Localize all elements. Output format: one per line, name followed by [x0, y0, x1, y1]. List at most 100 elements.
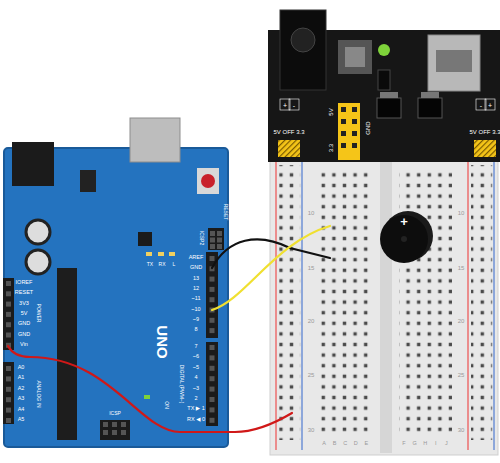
header-pin — [217, 238, 222, 243]
row-number: 15 — [458, 265, 465, 271]
header-pin — [210, 328, 215, 333]
column-letter: A — [322, 441, 326, 447]
row-number: 30 — [458, 427, 465, 433]
pin-label: 5V — [21, 311, 28, 317]
header-pin — [121, 422, 126, 427]
header-label: 5V — [328, 108, 334, 115]
header-pin — [103, 422, 108, 427]
header-pin — [6, 333, 11, 338]
pin-label: ~9 — [193, 317, 199, 323]
header-pin — [6, 418, 11, 423]
pin-label: 8 — [194, 327, 197, 333]
pin-label: A2 — [18, 386, 25, 392]
column-letter: G — [412, 441, 416, 447]
arduino-uno — [3, 118, 228, 447]
row-number: 10 — [308, 210, 315, 216]
pin-label: ~11 — [192, 296, 201, 302]
row-number: 15 — [308, 265, 315, 271]
header-pin — [217, 231, 222, 236]
jumper-label: 5V OFF 3.3 — [469, 129, 500, 135]
jumper-wires — [8, 226, 330, 432]
power-module — [268, 10, 500, 162]
board-label: RESET — [223, 204, 228, 221]
header-pin — [210, 376, 215, 381]
header-pin — [6, 281, 11, 286]
header-pin — [6, 408, 11, 413]
header-pin — [210, 318, 215, 323]
pin-label: RESET — [15, 291, 33, 297]
pin-label: A1 — [18, 376, 25, 382]
pin-label: AREF — [189, 255, 204, 261]
board-label: TX — [147, 262, 153, 267]
row-number: 20 — [458, 318, 465, 324]
pin-label: GND — [18, 321, 30, 327]
column-letter: D — [354, 441, 358, 447]
row-number: 20 — [308, 318, 315, 324]
piezo-buzzer — [380, 211, 433, 263]
column-letter: I — [435, 441, 437, 447]
rail-mark: - — [293, 102, 295, 109]
header-pin — [103, 422, 108, 427]
pin-label: Vin — [20, 342, 28, 348]
column-letter: B — [333, 441, 337, 447]
pin-label: ~10 — [191, 307, 200, 313]
header-pin — [210, 231, 215, 236]
row-number: 30 — [308, 427, 315, 433]
breadboard — [270, 150, 498, 455]
header-pin — [210, 407, 215, 412]
row-number: 25 — [458, 372, 465, 378]
header-pin — [210, 244, 215, 249]
header-pin — [6, 387, 11, 392]
polarity-mark: + — [400, 215, 408, 228]
pin-label: 4 — [194, 375, 197, 381]
header-pin — [6, 302, 11, 307]
header-pin — [210, 355, 215, 360]
header-pin — [103, 430, 108, 435]
header-pin — [121, 430, 126, 435]
header-label: 3.3 — [328, 144, 334, 152]
column-letter: F — [402, 441, 405, 447]
header-pin — [6, 322, 11, 327]
column-letter: E — [365, 441, 369, 447]
board-label: RX — [159, 262, 166, 267]
pin-label: 3V3 — [19, 301, 29, 307]
rail-mark: - — [480, 102, 482, 109]
header-pin — [6, 312, 11, 317]
row-number: 10 — [458, 210, 465, 216]
board-label: L — [173, 262, 176, 267]
pin-label: RX ◀ 0 — [187, 417, 205, 423]
header-pin — [6, 376, 11, 381]
pin-label: A0 — [18, 365, 25, 371]
header-pin — [210, 287, 215, 292]
pin-label: A3 — [18, 396, 25, 402]
header-pin — [112, 430, 117, 435]
pin-label: IOREF — [16, 280, 33, 286]
header-pin — [6, 366, 11, 371]
pin-label: TX ▶ 1 — [187, 407, 204, 413]
column-letter: J — [445, 441, 448, 447]
header-title: ANALOG IN — [36, 380, 41, 407]
header-pin — [210, 277, 215, 282]
rail-mark: + — [283, 102, 287, 109]
board-label: ON — [164, 401, 169, 409]
column-letter: H — [423, 441, 427, 447]
board-label: ICSP — [109, 411, 121, 416]
pin-label: ~3 — [193, 386, 199, 392]
pin-label: A4 — [18, 407, 25, 413]
board-label: ICSP2 — [199, 231, 204, 245]
header-pin — [210, 297, 215, 302]
pin-label: A5 — [18, 417, 25, 423]
header-pin — [210, 345, 215, 350]
pin-label: ~6 — [193, 355, 199, 361]
header-pin — [210, 397, 215, 402]
board-name: UNO — [155, 325, 170, 358]
header-pin — [210, 366, 215, 371]
pin-label: GND — [18, 332, 30, 338]
header-pin — [6, 291, 11, 296]
header-pin — [210, 418, 215, 423]
pin-label: ~5 — [193, 365, 199, 371]
pin-label: 2 — [194, 396, 197, 402]
pin-label: GND — [190, 266, 202, 272]
header-pin — [6, 397, 11, 402]
